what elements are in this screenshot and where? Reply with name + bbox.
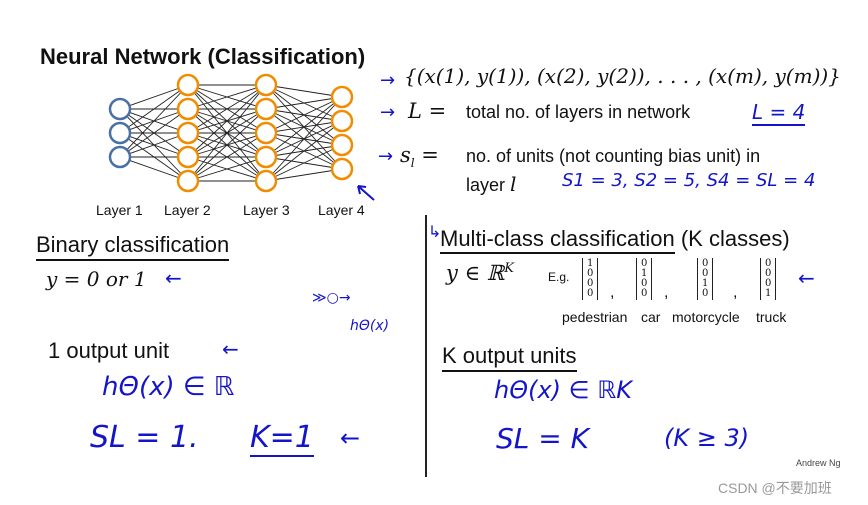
neuron-layer-4 [330, 157, 354, 181]
connection-line [265, 144, 343, 182]
class-label-pedestrian: pedestrian [562, 309, 628, 325]
connection-line [187, 84, 267, 158]
multiclass-K-condition: (K ≥ 3) [664, 424, 750, 452]
connection-line [119, 84, 189, 158]
connection-line [187, 84, 267, 182]
connection-line [187, 108, 267, 182]
connection-line [265, 96, 343, 134]
arrow-mark: ← [165, 266, 182, 290]
section-divider [425, 215, 427, 477]
page-title: Neural Network (Classification) [40, 44, 366, 69]
layer-label-2: Layer 2 [164, 202, 211, 218]
layer-label-4: Layer 4 [318, 202, 365, 218]
arrow-mark: → [378, 146, 394, 167]
neuron-layer-1 [108, 121, 132, 145]
neuron-layer-2 [176, 97, 200, 121]
arrow-mark: → [380, 102, 396, 123]
connection-line [265, 96, 343, 182]
L-description: total no. of layers in network [466, 102, 691, 122]
unit-sketch: ≫○→ [312, 290, 351, 306]
s-note: S1 = 3, S2 = 5, S4 = SL = 4 [562, 170, 816, 191]
connection-line [119, 84, 189, 134]
binary-K-note: K=1 [250, 420, 314, 457]
arrow-mark: ← [222, 337, 239, 361]
binary-output-units: 1 output unit [48, 338, 170, 363]
arrow-mark: → [380, 70, 396, 91]
layer-label-1: Layer 1 [96, 202, 143, 218]
neuron-layer-2 [176, 73, 200, 97]
neuron-layer-1 [108, 97, 132, 121]
binary-SL-note: SL = 1. [90, 420, 199, 455]
connection-line [265, 96, 343, 110]
s-symbol: sl = [400, 143, 439, 171]
connection-line [265, 120, 343, 182]
connection-line [187, 156, 267, 182]
connection-line [265, 84, 343, 98]
binary-hyp-note: hΘ(x) ∈ ℝ [102, 372, 235, 402]
neuron-layer-4 [330, 133, 354, 157]
connection-line [119, 132, 189, 158]
L-note: L = 4 [752, 100, 806, 126]
eg-label: E.g. [548, 270, 570, 284]
arrow-mark: ← [798, 266, 815, 290]
neuron-layer-3 [254, 97, 278, 121]
class-label-car: car [641, 309, 661, 325]
neuron-layer-3 [254, 121, 278, 145]
binary-heading: Binary classification [36, 232, 230, 261]
neuron-layer-2 [176, 145, 200, 169]
L-symbol: L = [408, 99, 447, 123]
bracket-mark: ↳ [428, 224, 442, 241]
neuron-layer-3 [254, 145, 278, 169]
connection-line [119, 108, 189, 158]
neuron-layer-3 [254, 73, 278, 97]
arrow-mark: ← [340, 424, 361, 452]
s-description: no. of units (not counting bias unit) in [466, 146, 761, 166]
layer-label-3: Layer 3 [243, 202, 290, 218]
neuron-layer-4 [330, 85, 354, 109]
arrow-annotation [357, 185, 375, 201]
connection-line [119, 156, 189, 182]
unit-note: hΘ(x) [350, 318, 390, 334]
binary-equation: y = 0 or 1 [46, 267, 147, 291]
neuron-layer-2 [176, 169, 200, 193]
s-description-line2: layer l [466, 172, 517, 196]
connection-line [187, 132, 267, 182]
neuron-layer-4 [330, 109, 354, 133]
neural-network-diagram [108, 73, 354, 193]
connection-line [187, 84, 267, 134]
watermark: CSDN @不要加班 [718, 480, 832, 496]
author-credit: Andrew Ng [796, 458, 841, 468]
multiclass-SL-note: SL = K [496, 422, 589, 455]
class-label-truck: truck [756, 309, 787, 325]
neuron-layer-1 [108, 145, 132, 169]
multiclass-hyp-note: hΘ(x) ∈ ℝK [494, 376, 632, 404]
connection-line [265, 168, 343, 182]
class-label-motorcycle: motorcycle [672, 309, 740, 325]
training-set: {(x(1), y(1)), (x(2), y(2)), . . . , (x(… [404, 64, 841, 88]
neuron-layer-3 [254, 169, 278, 193]
connection-line [119, 84, 189, 110]
connection-line [265, 96, 343, 158]
multiclass-output-units: K output units [442, 343, 577, 372]
multiclass-equation: y ∈ ℝK [446, 261, 514, 285]
multiclass-heading: Multi-class classification (K classes) [440, 226, 790, 254]
neuron-layer-2 [176, 121, 200, 145]
connection-line [187, 84, 267, 110]
